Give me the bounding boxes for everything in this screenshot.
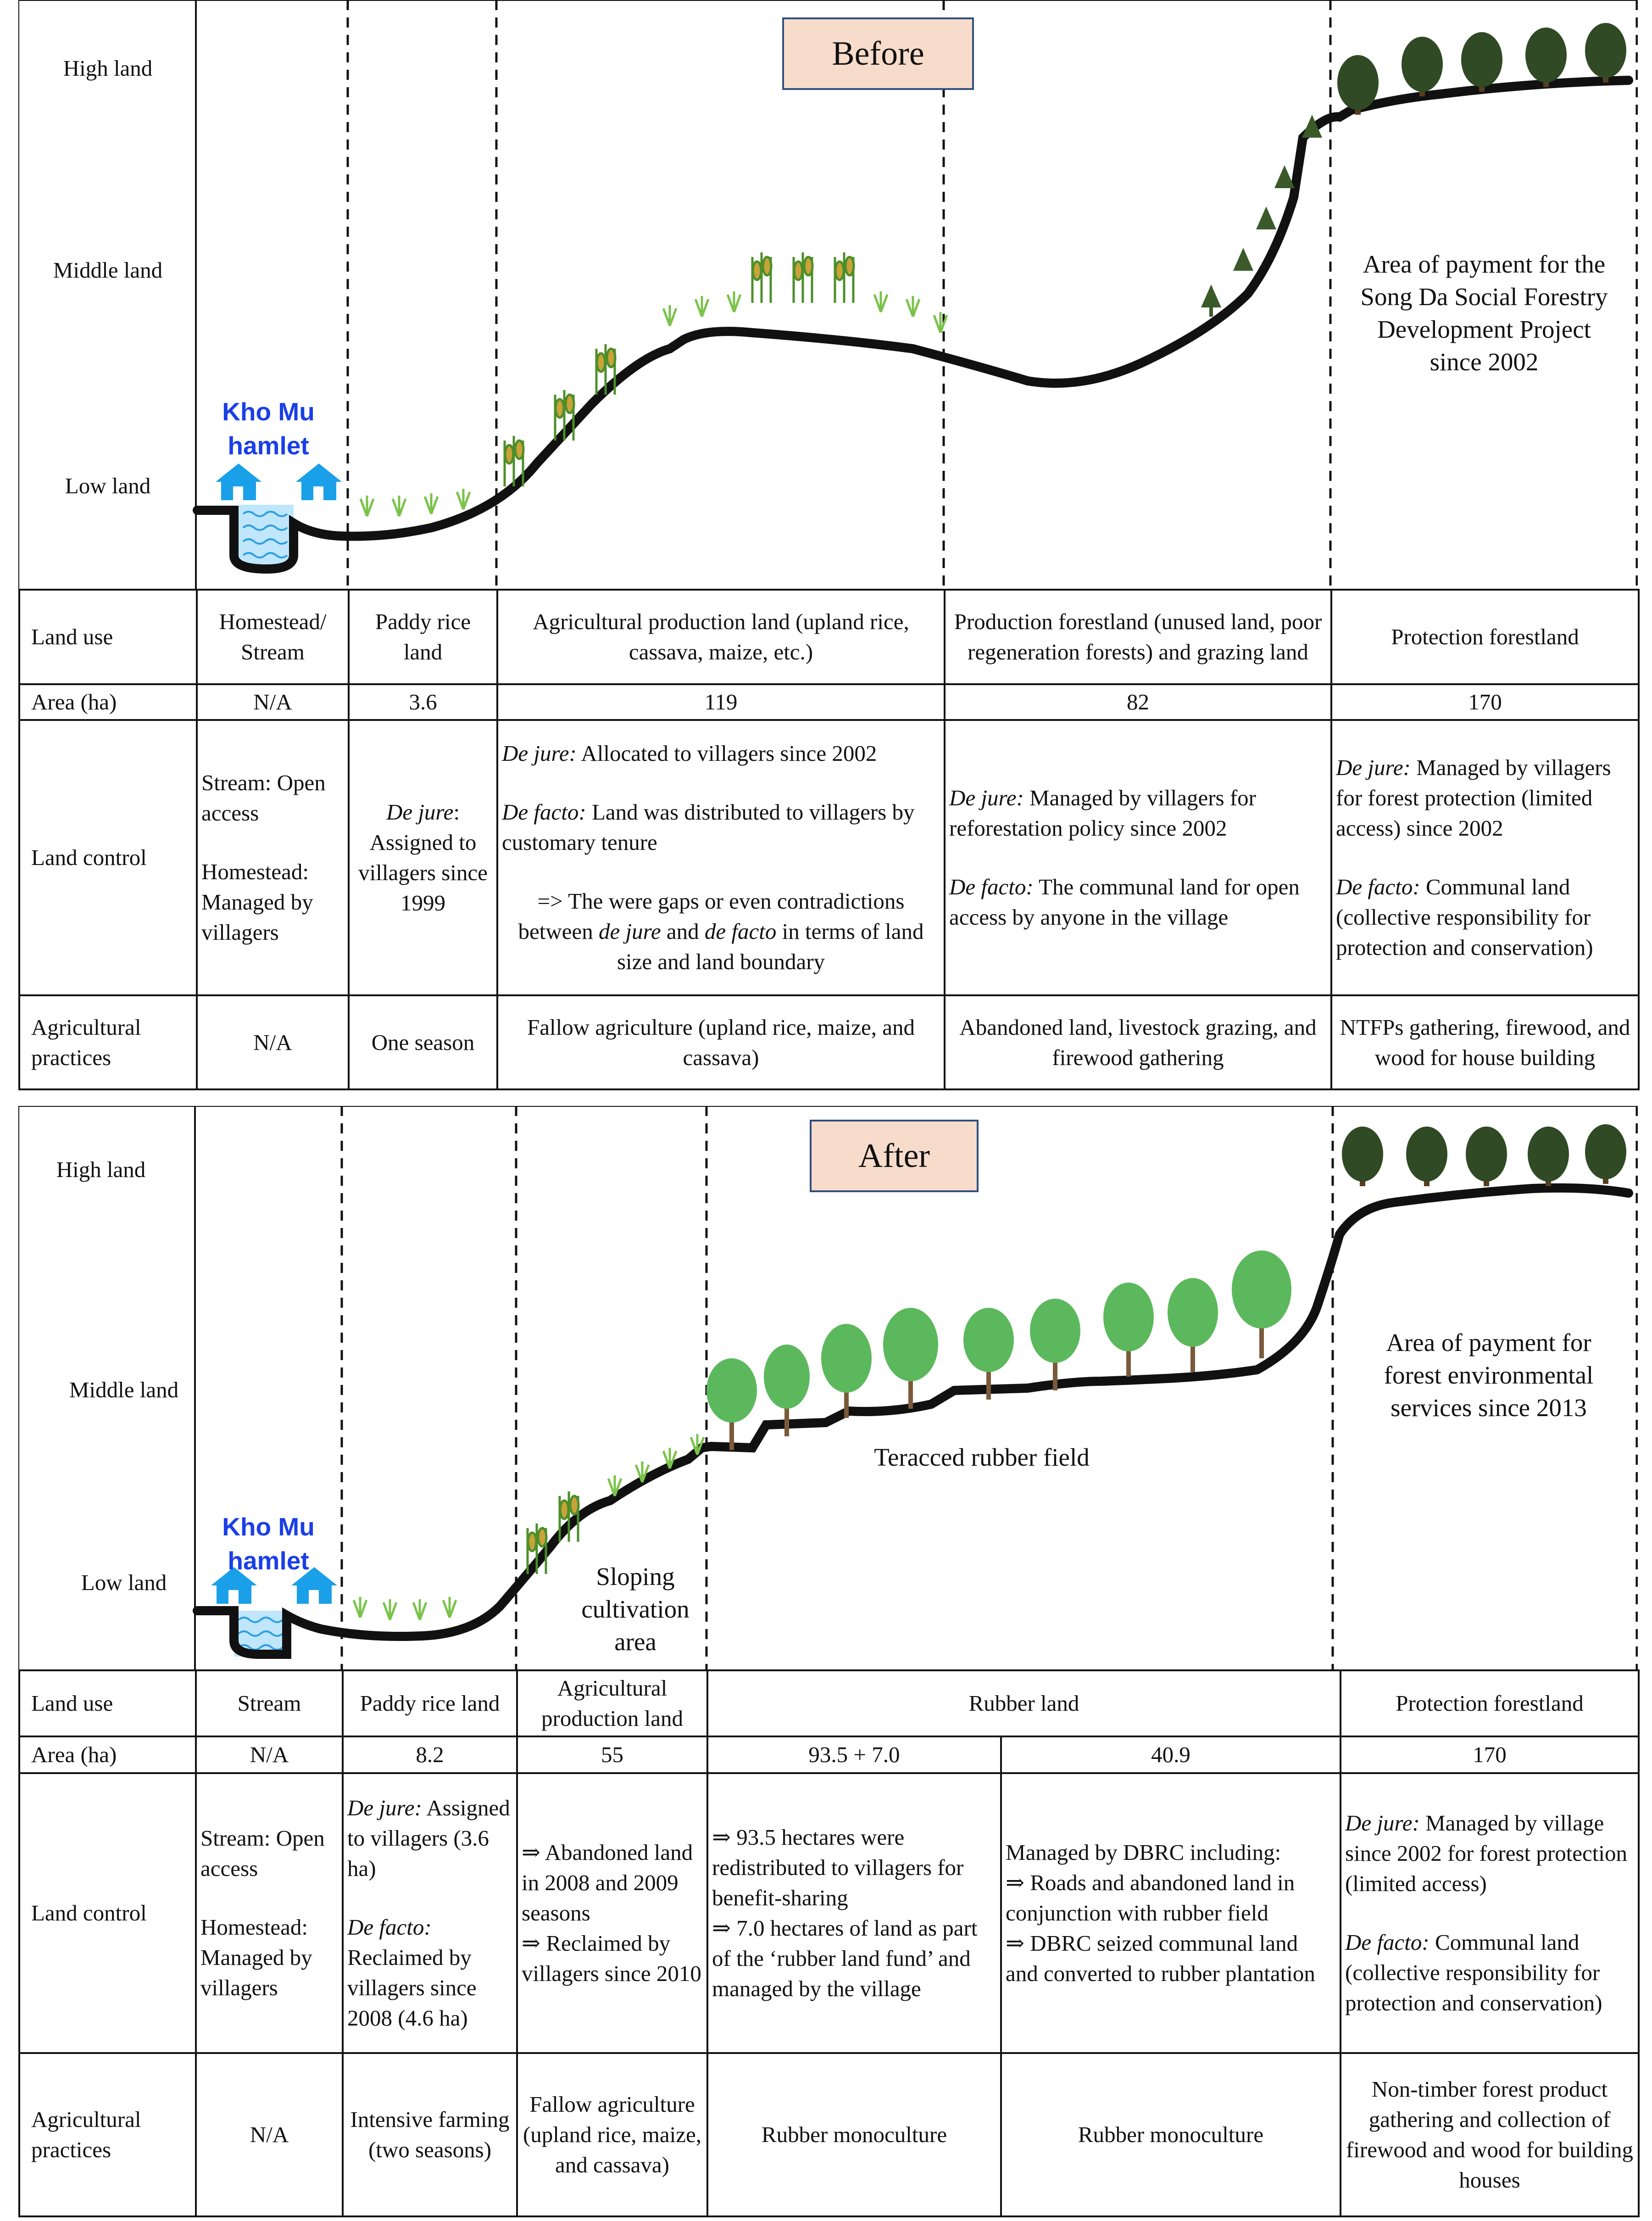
forest-tree-icons: [1337, 23, 1626, 115]
table-cell: N/A: [195, 1736, 344, 1774]
before-landscape: [18, 0, 1638, 590]
area-header: Area (ha): [18, 1736, 197, 1774]
table-cell: De jure: Managed by village since 2002 f…: [1340, 1772, 1640, 2054]
table-cell: Paddy rice land: [348, 589, 498, 685]
table-cell: Stream: [195, 1669, 344, 1737]
practices-header: Agricultural practices: [18, 2052, 197, 2217]
before-panel: High land Middle land Low land Kho Mu ha…: [18, 0, 1640, 1101]
land-use-header: Land use: [18, 589, 198, 685]
table-row: Agricultural practices N/A Intensive far…: [18, 2052, 1640, 2217]
table-cell: 8.2: [342, 1736, 518, 1774]
table-row: Land control Stream: Open access Homeste…: [18, 719, 1640, 996]
table-cell: 3.6: [348, 683, 498, 721]
high-land-label: High land: [63, 56, 153, 81]
hamlet-label: Kho Mu hamlet: [222, 1512, 315, 1575]
rubber-tree-icons: [706, 1250, 1291, 1450]
before-terrain-line: [193, 76, 1633, 574]
area-header: Area (ha): [18, 683, 198, 721]
table-cell: Abandoned land, livestock grazing, and f…: [944, 994, 1332, 1090]
table-cell: Fallow agriculture (upland rice, maize, …: [496, 994, 946, 1090]
table-row: Land use Stream Paddy rice land Agricult…: [18, 1669, 1640, 1737]
table-cell: Intensive farming (two seasons): [342, 2052, 518, 2217]
land-control-header: Land control: [18, 719, 198, 996]
table-row: Area (ha) N/A 8.2 55 93.5 + 7.0 40.9 170: [18, 1736, 1640, 1774]
practices-header: Agricultural practices: [18, 994, 198, 1090]
land-use-header: Land use: [18, 1669, 197, 1737]
before-table: Land use Homestead/ Stream Paddy rice la…: [18, 589, 1640, 1090]
table-cell: Homestead/ Stream: [196, 589, 350, 685]
low-land-label: Low land: [81, 1570, 167, 1595]
table-cell: Rubber land: [706, 1669, 1341, 1737]
table-cell: 119: [496, 683, 946, 721]
table-cell: N/A: [196, 683, 350, 721]
table-cell: NTFPs gathering, firewood, and wood for …: [1330, 994, 1640, 1090]
after-landscape: [18, 1106, 1638, 1670]
table-cell: 55: [516, 1736, 708, 1774]
table-cell: Stream: Open access Homestead: Managed b…: [195, 1772, 344, 2054]
table-cell: Rubber monoculture: [706, 2052, 1002, 2217]
after-terrain-line: [193, 1183, 1633, 1659]
table-cell: Rubber monoculture: [1000, 2052, 1341, 2217]
table-cell: ⇒ 93.5 hectares were redistributed to vi…: [706, 1772, 1002, 2054]
low-land-label: Low land: [65, 473, 151, 498]
table-cell: De jure: Managed by villagers for forest…: [1330, 719, 1640, 996]
after-table: Land use Stream Paddy rice land Agricult…: [18, 1669, 1640, 2217]
table-cell: Stream: Open access Homestead: Managed b…: [196, 719, 350, 996]
table-cell: De jure: Assigned to villagers (3.6 ha) …: [342, 1772, 518, 2054]
table-cell: ⇒ Abandoned land in 2008 and 2009 season…: [516, 1772, 708, 2054]
rice-seedling-icons: [359, 291, 948, 517]
table-cell: Managed by DBRC including: ⇒ Roads and a…: [1000, 1772, 1341, 2054]
after-title: After: [810, 1120, 979, 1192]
table-cell: Paddy rice land: [342, 1669, 518, 1737]
table-cell: Agricultural production land: [516, 1669, 708, 1737]
table-cell: 93.5 + 7.0: [706, 1736, 1002, 1774]
land-control-header: Land control: [18, 1772, 197, 2054]
middle-land-label: Middle land: [69, 1377, 179, 1402]
table-row: Land control Stream: Open access Homeste…: [18, 1772, 1640, 2054]
hamlet-label: Kho Mu hamlet: [222, 397, 315, 460]
table-cell: 170: [1340, 1736, 1640, 1774]
rubber-field-label: Teracced rubber field: [874, 1443, 1090, 1471]
table-cell: Agricultural production land (upland ric…: [496, 589, 946, 685]
table-cell: Fallow agriculture (upland rice, maize, …: [516, 2052, 708, 2217]
table-row: Land use Homestead/ Stream Paddy rice la…: [18, 589, 1640, 685]
middle-land-label: Middle land: [53, 257, 163, 283]
after-payment-note: Area of payment for forest environmental…: [1384, 1328, 1594, 1422]
small-tree-icons: [1201, 115, 1322, 317]
sloping-area-label: Sloping cultivation area: [581, 1563, 690, 1656]
before-title: Before: [782, 17, 974, 90]
table-cell: De jure: Managed by villagers for refore…: [944, 719, 1332, 996]
table-cell: N/A: [196, 994, 350, 1090]
after-panel: High land Middle land Low land Kho Mu ha…: [18, 1106, 1640, 2217]
table-row: Area (ha) N/A 3.6 119 82 170: [18, 683, 1640, 721]
table-cell: N/A: [195, 2052, 344, 2217]
table-cell: One season: [348, 994, 498, 1090]
table-cell: Non-timber forest product gathering and …: [1340, 2052, 1640, 2217]
high-land-label: High land: [56, 1157, 146, 1182]
table-cell: Protection forestland: [1340, 1669, 1640, 1737]
house-icon: [296, 463, 342, 500]
table-row: Agricultural practices N/A One season Fa…: [18, 994, 1640, 1090]
table-cell: 170: [1330, 683, 1640, 721]
table-cell: De jure: Assigned to villagers since 199…: [348, 719, 498, 996]
table-cell: De jure: Allocated to villagers since 20…: [496, 719, 946, 996]
table-cell: Protection forestland: [1330, 589, 1640, 685]
table-cell: 82: [944, 683, 1332, 721]
table-cell: Production forestland (unused land, poor…: [944, 589, 1332, 685]
maize-icons: [503, 252, 855, 486]
house-icon: [216, 463, 261, 500]
table-cell: 40.9: [1000, 1736, 1341, 1774]
before-payment-note: Area of payment for the Song Da Social F…: [1360, 250, 1608, 376]
